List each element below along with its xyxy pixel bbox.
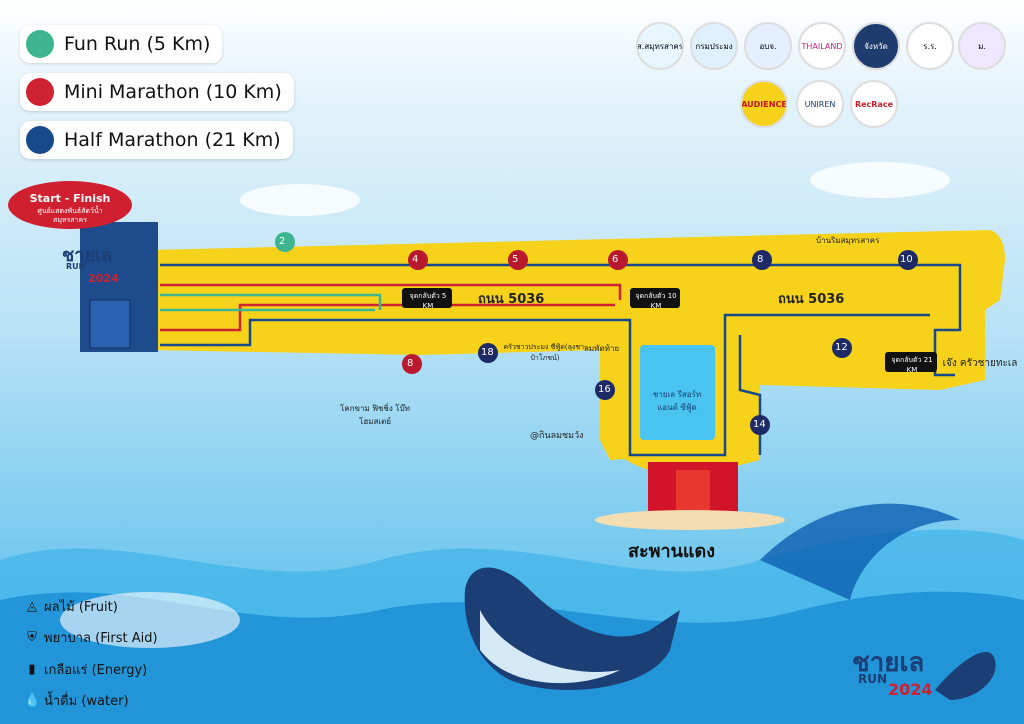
station-marker [898, 250, 918, 270]
station-marker [408, 250, 428, 270]
road-band-lower [600, 380, 760, 476]
half-marathon-route-return [160, 313, 930, 457]
key-water: 💧 น้ำดื่ม (water) [24, 690, 129, 711]
station-marker [595, 380, 615, 400]
sponsor-logo: ร.ร. [906, 22, 954, 70]
start-door [89, 299, 131, 349]
sponsor-logo: THAILAND [798, 22, 846, 70]
wave-crest [760, 503, 960, 600]
station-marker [608, 250, 628, 270]
sponsor-logo: กรมประมง [690, 22, 738, 70]
key-label: พยาบาล (First Aid) [44, 631, 158, 646]
energy-icon: ▮ [28, 662, 36, 677]
beach [595, 510, 785, 530]
mini-marathon-route [160, 283, 622, 300]
station-marker [402, 354, 422, 374]
turnaround-5k [402, 288, 452, 308]
key-first-aid: ⛨ พยาบาล (First Aid) [24, 627, 158, 648]
station-marker [832, 338, 852, 358]
station-marker [752, 250, 772, 270]
mini-marathon-dot [26, 78, 54, 106]
road-band [150, 230, 1005, 460]
start-bubble [8, 181, 132, 229]
sponsor-logo: RecRace [850, 80, 898, 128]
fun-run-dot [26, 30, 54, 58]
half-marathon-dot [26, 126, 54, 154]
sponsor-logo: AUDIENCE [740, 80, 788, 128]
lagoon [640, 345, 715, 440]
key-label: น้ำดื่ม (water) [44, 694, 129, 709]
key-label: ผลไม้ (Fruit) [44, 600, 118, 615]
station-marker [508, 250, 528, 270]
fun-run-route [160, 293, 382, 310]
station-marker [750, 415, 770, 435]
legend-fun-run: Fun Run (5 Km) [20, 25, 223, 63]
legend-label: Fun Run (5 Km) [64, 33, 211, 55]
sponsor-logo: ม. [958, 22, 1006, 70]
station-marker [275, 232, 295, 252]
cloud [240, 184, 360, 216]
legend-label: Half Marathon (21 Km) [64, 129, 281, 151]
sponsor-logo: UNIREN [796, 80, 844, 128]
sponsor-logo: อบจ. [744, 22, 792, 70]
key-fruit: ◬ ผลไม้ (Fruit) [24, 596, 118, 617]
cloud [60, 592, 240, 648]
cloud [810, 162, 950, 198]
sponsor-logo: จังหวัด [852, 22, 900, 70]
whale-belly [480, 610, 620, 684]
key-label: เกลือแร่ (Energy) [44, 663, 148, 678]
legend-label: Mini Marathon (10 Km) [64, 81, 282, 103]
fruit-icon: ◬ [27, 599, 37, 614]
sponsor-logo: ส.สมุทรสาคร [636, 22, 684, 70]
water-icon: 💧 [24, 693, 41, 708]
turnaround-21k [885, 352, 937, 372]
legend-mini-marathon: Mini Marathon (10 Km) [20, 73, 294, 111]
half-marathon-route [160, 263, 962, 377]
turnaround-10k [630, 288, 680, 308]
station-marker [478, 343, 498, 363]
key-energy: ▮ เกลือแร่ (Energy) [24, 659, 147, 680]
first-aid-icon: ⛨ [27, 630, 37, 645]
brand-whale-icon [935, 651, 996, 700]
legend-half-marathon: Half Marathon (21 Km) [20, 121, 293, 159]
